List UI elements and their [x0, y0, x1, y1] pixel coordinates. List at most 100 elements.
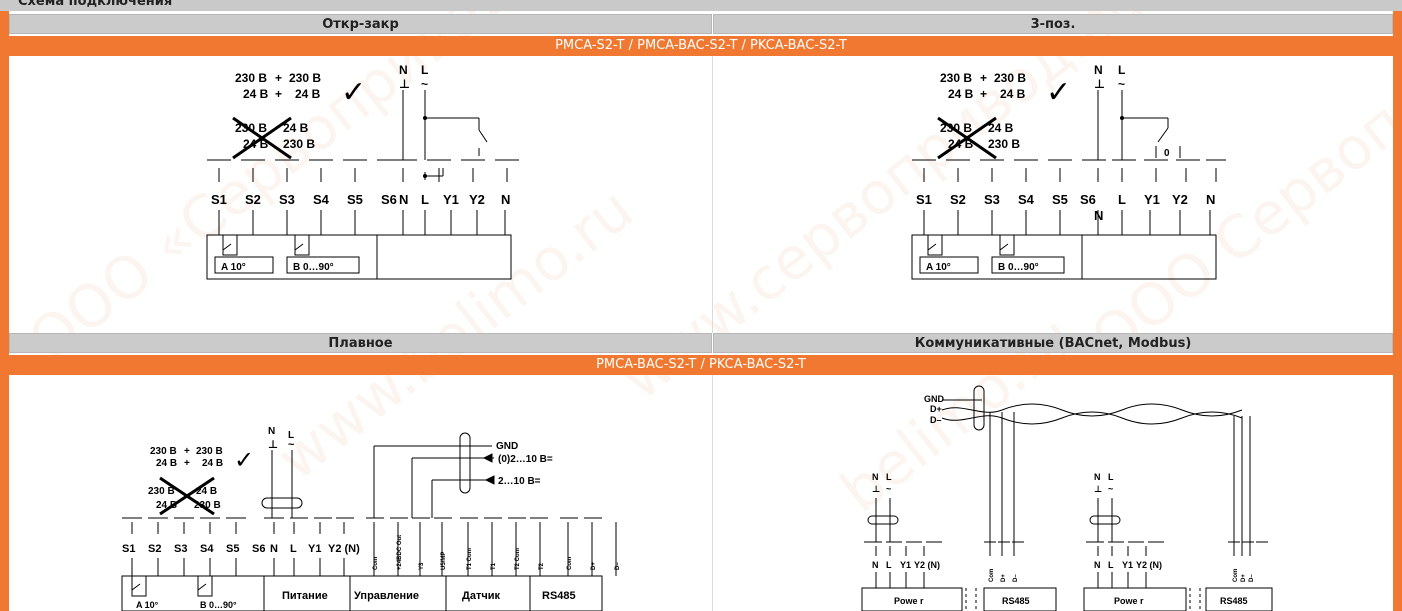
- signal-gnd: GND: [496, 441, 518, 452]
- model-bar-bottom: PMCA-BAC-S2-T / PKCA-BAC-S2-T: [9, 355, 1393, 375]
- supply-n: N: [1094, 63, 1103, 77]
- signal-dplus: D+: [930, 404, 942, 414]
- terminal-label: S3: [174, 543, 187, 555]
- wiring-diagram-communicative: GND D+ D– N L ⊥ ~ N L ⊥ ~ N L Y1 Y2 (N) …: [861, 385, 1273, 611]
- supply-n: N: [872, 472, 879, 482]
- section-header-bottom-left: Плавное: [9, 333, 712, 353]
- terminal-label: T1: [491, 562, 497, 570]
- voltage-crossed: 24 В: [243, 137, 269, 151]
- terminal-label: Y3: [419, 562, 425, 570]
- panel-divider: [712, 56, 713, 333]
- terminal-label: D+: [1241, 574, 1247, 582]
- voltage-crossed: 24 В: [988, 121, 1014, 135]
- supply-n-symbol: ⊥: [872, 484, 880, 494]
- supply-l: L: [1108, 472, 1114, 482]
- voltage-label: 24 В: [243, 87, 269, 101]
- voltage-crossed: 230 В: [940, 121, 972, 135]
- plus-sign: +: [980, 87, 987, 101]
- voltage-crossed: 24 В: [948, 137, 974, 151]
- terminal-label: D–: [1249, 574, 1255, 582]
- terminal-label: Y2 (N): [1136, 560, 1162, 570]
- terminal-label: S3: [984, 192, 1000, 207]
- plus-sign: +: [184, 446, 190, 457]
- supply-n: N: [1094, 472, 1101, 482]
- page-title-bar: Схема подключения: [0, 0, 1402, 11]
- terminal-label: D–: [1013, 574, 1019, 582]
- terminal-label: +24BDC Out: [397, 535, 403, 570]
- panel-divider: [712, 375, 713, 611]
- terminal-label: Y2: [469, 192, 485, 207]
- supply-l-symbol: ~: [886, 484, 891, 494]
- supply-n-symbol: ⊥: [268, 439, 278, 451]
- voltage-crossed: 230 В: [988, 137, 1020, 151]
- voltage-crossed: 230 В: [148, 486, 175, 497]
- signal-dminus: D–: [930, 415, 942, 425]
- terminal-label: T2 Com: [515, 548, 521, 570]
- terminal-label: S2: [245, 192, 261, 207]
- signal-2-10v: 2…10 В=: [498, 476, 541, 487]
- terminal-label: Y1: [443, 192, 459, 207]
- terminal-label: S6: [381, 192, 397, 207]
- voltage-label: 230 В: [940, 71, 972, 85]
- terminal-label: U5/MP: [441, 552, 447, 570]
- terminal-label: Y1: [1144, 192, 1160, 207]
- terminal-label: S5: [226, 543, 239, 555]
- terminal-label: Com: [1233, 569, 1239, 582]
- switch-label-a: A 10°: [926, 262, 951, 273]
- section-header-top-right: 3-поз.: [713, 14, 1393, 34]
- terminal-label: L: [1118, 192, 1126, 207]
- wiring-diagram-3-position: 230 В + 230 В 24 В + 24 В ✓ 230 В 24 В 2…: [911, 63, 1226, 280]
- voltage-crossed: 230 В: [283, 137, 315, 151]
- terminal-label: N: [501, 192, 510, 207]
- supply-n-symbol: ⊥: [1094, 484, 1102, 494]
- terminal-label: N: [872, 560, 879, 570]
- terminal-label: D+: [1001, 574, 1007, 582]
- switch-label-b: B 0…90°: [200, 600, 237, 610]
- switch-label-b: B 0…90°: [293, 262, 334, 273]
- box-label-rs485: RS485: [1220, 596, 1248, 606]
- terminal-label: S2: [950, 192, 966, 207]
- terminal-label: D+: [591, 562, 597, 570]
- supply-l-symbol: ~: [421, 77, 428, 91]
- terminal-label: T1 Com: [467, 548, 473, 570]
- voltage-label: 230 В: [235, 71, 267, 85]
- supply-l-symbol: ~: [1118, 77, 1125, 91]
- voltage-label: 24 В: [1000, 87, 1026, 101]
- voltage-crossed: 230 В: [194, 500, 221, 511]
- voltage-label: 24 В: [156, 458, 177, 469]
- voltage-crossed: 24 В: [283, 121, 309, 135]
- box-label-control: Управление: [354, 590, 419, 602]
- terminal-label: S5: [347, 192, 363, 207]
- terminal-label: S1: [122, 543, 135, 555]
- terminal-label: S5: [1052, 192, 1068, 207]
- terminal-label: L: [886, 560, 892, 570]
- wiring-diagram-open-close: 230 В + 230 В 24 В + 24 В ✓ 230 В 24 В 2…: [206, 63, 519, 280]
- supply-n-symbol: ⊥: [1094, 77, 1105, 91]
- box-label-power: Питание: [282, 590, 328, 602]
- terminal-label: S6: [252, 543, 265, 555]
- terminal-label: Y2: [1172, 192, 1188, 207]
- voltage-label: 230 В: [150, 446, 177, 457]
- plus-sign: +: [275, 87, 282, 101]
- terminal-label: Y2 (N): [328, 543, 360, 555]
- voltage-label: 24 В: [202, 458, 223, 469]
- section-header-top-left: Откр-закр: [9, 14, 712, 34]
- terminal-label: N: [1094, 560, 1101, 570]
- terminal-label: N: [399, 192, 408, 207]
- supply-n-symbol: ⊥: [399, 77, 410, 91]
- check-icon: ✓: [1046, 76, 1071, 109]
- supply-l-symbol: ~: [1108, 484, 1113, 494]
- terminal-label: Com: [989, 569, 995, 582]
- terminal-label: T2: [539, 562, 545, 570]
- right-edge-strip: [1393, 11, 1402, 611]
- supply-n: N: [268, 426, 275, 437]
- voltage-label: 24 В: [295, 87, 321, 101]
- terminal-label: N: [270, 543, 278, 555]
- wiring-diagram-modulating: 230 В + 230 В 24 В + 24 В ✓ 230 В 24 В 2…: [121, 426, 621, 611]
- switch-zero-label: 0: [1164, 148, 1170, 159]
- voltage-label: 24 В: [948, 87, 974, 101]
- voltage-crossed: 24 В: [196, 486, 217, 497]
- box-label-rs485: RS485: [542, 590, 576, 602]
- supply-l: L: [421, 63, 428, 77]
- terminal-label: Y1: [308, 543, 321, 555]
